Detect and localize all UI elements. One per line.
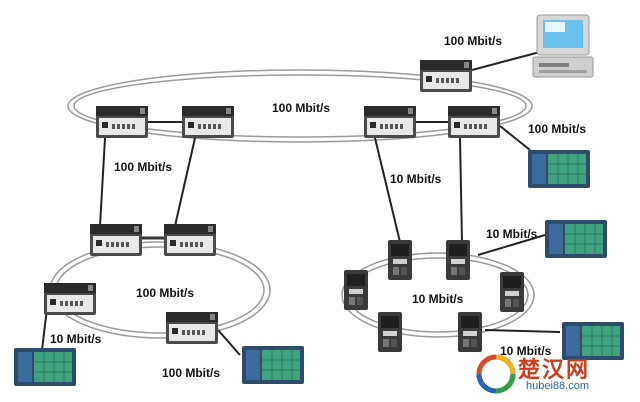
plc-right-ring-2 — [446, 240, 470, 280]
label-link-bottom-hmi: 100 Mbit/s — [162, 366, 221, 380]
switch-top-pc — [420, 60, 472, 92]
label-link-right-hmi: 10 Mbit/s — [486, 227, 538, 241]
label-link-left-down: 100 Mbit/s — [114, 160, 173, 174]
label-ring-left: 100 Mbit/s — [136, 286, 195, 300]
label-link-left-hmi: 10 Mbit/s — [50, 332, 102, 346]
plc-right-ring-4 — [500, 272, 524, 312]
hmi-panel-bottom — [241, 345, 305, 385]
watermark-chinese-text: 楚汉网 — [518, 358, 591, 383]
switch-top-ring-4 — [448, 106, 500, 138]
label-link-right-down: 10 Mbit/s — [390, 172, 442, 186]
link-lines — [41, 51, 561, 356]
switch-top-ring-1 — [96, 106, 148, 138]
top-ring — [67, 69, 533, 143]
label-link-top-right-hmi: 100 Mbit/s — [528, 122, 587, 136]
plc-right-ring-6 — [458, 312, 482, 352]
pc-workstation — [532, 14, 594, 78]
watermark-url: hubei88.com — [526, 380, 589, 392]
label-link-top-pc: 100 Mbit/s — [444, 34, 503, 48]
hmi-panel-left — [13, 347, 77, 387]
plc-right-ring-5 — [378, 312, 402, 352]
switch-left-ring-3 — [44, 283, 96, 315]
switch-left-ring-4 — [166, 312, 218, 344]
label-ring-right: 10 Mbit/s — [412, 292, 464, 306]
switch-top-ring-2 — [182, 106, 234, 138]
plc-right-ring-1 — [388, 240, 412, 280]
hmi-panel-right — [544, 219, 608, 259]
label-link-bottom-right-hmi: 10 Mbit/s — [500, 344, 552, 358]
switch-top-ring-3 — [364, 106, 416, 138]
hmi-panel-top-right — [527, 149, 591, 189]
switch-left-ring-2 — [164, 224, 216, 256]
switch-left-ring-1 — [90, 224, 142, 256]
watermark: 楚汉网 hubei88.com — [474, 352, 634, 396]
plc-right-ring-3 — [344, 270, 368, 310]
watermark-logo-icon — [476, 354, 516, 394]
label-ring-top: 100 Mbit/s — [272, 101, 331, 115]
